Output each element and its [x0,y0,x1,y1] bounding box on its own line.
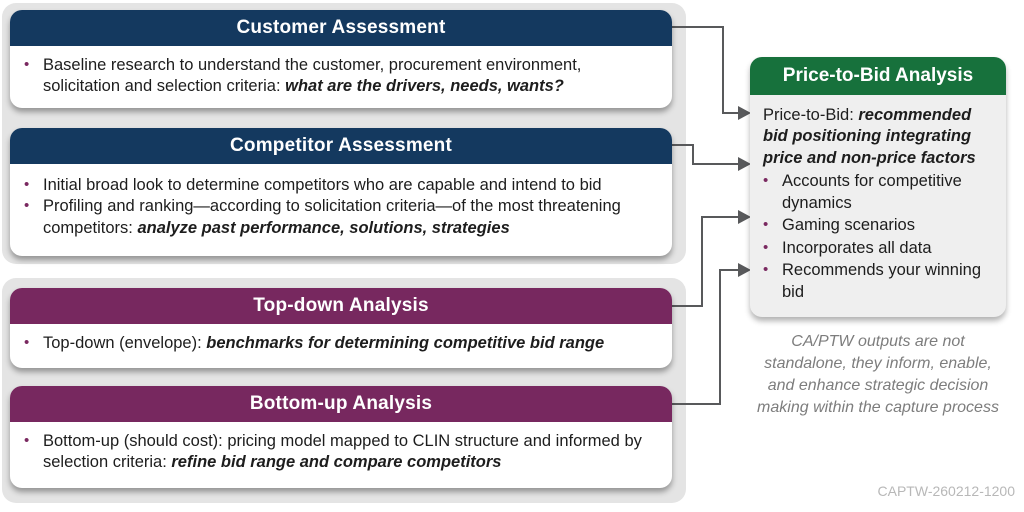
list-item: • Incorporates all data [763,238,996,259]
connector-topdown-to-ptb [672,216,742,307]
connector-competitor-to-ptb [672,144,742,165]
connector-bottomup-to-ptb [672,269,742,405]
top-down-analysis-body: • Top-down (envelope): benchmarks for de… [10,324,672,364]
watermark-code: CAPTW-260212-1200 [877,483,1015,499]
list-item: • Profiling and ranking—according to sol… [24,196,660,239]
bullet-icon: • [24,334,30,351]
list-item: • Initial broad look to determine compet… [24,175,660,196]
bullet-icon: • [763,172,769,190]
bullet-icon: • [24,56,30,73]
arrow-right-icon [738,263,751,277]
customer-assessment-body: • Baseline research to understand the cu… [10,46,672,108]
top-down-analysis-card: Top-down Analysis • Top-down (envelope):… [10,288,672,368]
price-to-bid-header: Price-to-Bid Analysis [750,57,1006,95]
price-to-bid-body: Price-to-Bid: recommended bid positionin… [750,95,1006,317]
bullet-text: Top-down (envelope): benchmarks for dete… [43,334,605,352]
customer-assessment-header: Customer Assessment [10,10,672,46]
bullet-text: Initial broad look to determine competit… [43,176,602,194]
bullet-icon: • [763,238,769,256]
top-down-analysis-title: Top-down Analysis [253,295,429,316]
bullet-icon: • [24,176,30,193]
arrow-right-icon [738,210,751,224]
bottom-up-analysis-card: Bottom-up Analysis • Bottom-up (should c… [10,386,672,488]
list-item: • Gaming scenarios [763,215,996,236]
arrow-right-icon [738,157,751,171]
list-item: • Top-down (envelope): benchmarks for de… [24,333,660,354]
bottom-up-analysis-body: • Bottom-up (should cost): pricing model… [10,422,672,484]
top-down-analysis-header: Top-down Analysis [10,288,672,324]
bullet-text: Baseline research to understand the cust… [43,56,582,96]
bullet-icon: • [763,216,769,234]
bullet-icon: • [763,261,769,279]
bullet-text: Bottom-up (should cost): pricing model m… [43,432,642,472]
arrow-right-icon [738,106,751,120]
list-item: • Bottom-up (should cost): pricing model… [24,431,660,474]
competitor-assessment-title: Competitor Assessment [229,135,453,156]
bullet-text: Profiling and ranking—according to solic… [43,197,621,237]
list-item: • Accounts for competitive dynamics [763,171,996,214]
bullet-icon: • [24,197,30,215]
bullet-text: Incorporates all data [782,238,932,257]
connector-customer-to-ptb [672,26,742,114]
list-item: • Baseline research to understand the cu… [24,55,660,98]
bottom-up-analysis-title: Bottom-up Analysis [249,393,433,414]
bullet-text: Accounts for competitive dynamics [782,172,962,212]
bottom-up-analysis-header: Bottom-up Analysis [10,386,672,422]
bullet-text: Recommends your winning bid [782,261,982,301]
bullet-icon: • [24,432,30,449]
customer-assessment-title: Customer Assessment [236,17,446,38]
bullet-text: Gaming scenarios [782,216,915,235]
price-to-bid-card: Price-to-Bid Analysis Price-to-Bid: reco… [750,57,1006,317]
competitor-assessment-header: Competitor Assessment [10,128,672,164]
list-item: • Recommends your winning bid [763,260,996,303]
price-to-bid-intro: Price-to-Bid: recommended bid positionin… [763,106,976,167]
price-to-bid-title: Price-to-Bid Analysis [782,65,974,86]
capture-process-note: CA/PTW outputs are not standalone, they … [757,333,999,416]
competitor-assessment-card: Competitor Assessment • Initial broad lo… [10,128,672,256]
competitor-assessment-body: • Initial broad look to determine compet… [10,164,672,249]
customer-assessment-card: Customer Assessment • Baseline research … [10,10,672,108]
